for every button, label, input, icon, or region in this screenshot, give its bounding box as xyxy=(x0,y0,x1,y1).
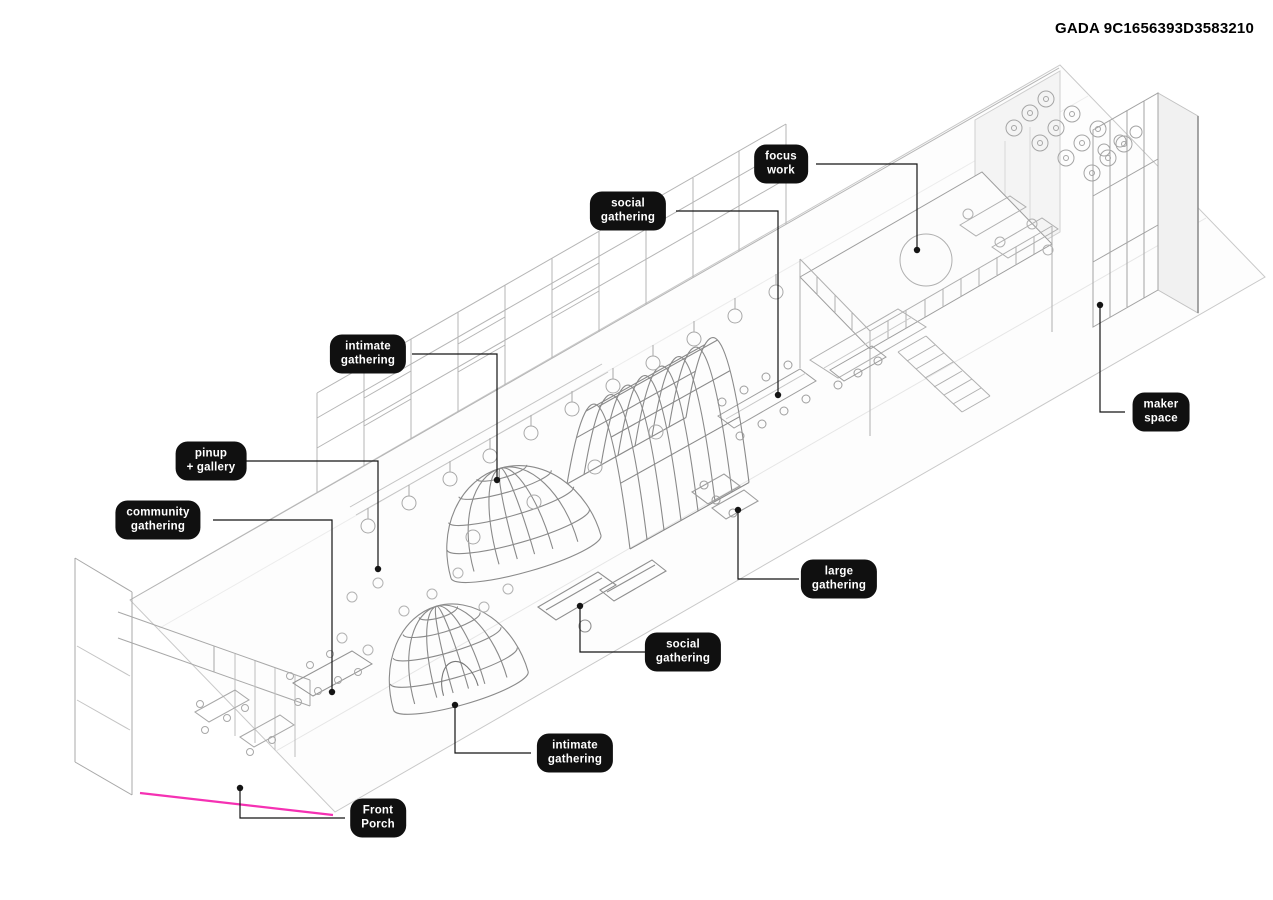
leader-social-gathering-top xyxy=(676,210,779,395)
label-large-gathering: large gathering xyxy=(801,560,877,598)
label-text: maker xyxy=(1143,398,1179,411)
label-intimate-gathering-bottom: intimate gathering xyxy=(537,734,613,772)
leader-focus-work xyxy=(816,163,918,250)
label-text: social xyxy=(611,197,645,210)
label-community-gathering: community gathering xyxy=(116,501,200,539)
vault-structure xyxy=(566,337,759,550)
sofa-group xyxy=(536,559,667,633)
label-text: pinup xyxy=(194,447,228,460)
leader-lines xyxy=(213,163,1125,819)
leader-maker-space xyxy=(1099,305,1125,413)
label-social-gathering-bottom: social gathering xyxy=(645,633,721,671)
leader-social-gathering-bottom xyxy=(579,606,648,653)
leader-community-gathering xyxy=(213,519,333,692)
label-text: Front xyxy=(362,804,394,817)
label-front-porch: Front Porch xyxy=(351,799,405,837)
maker-space-structure xyxy=(1092,92,1199,328)
label-text: focus xyxy=(765,150,797,163)
label-text: gathering xyxy=(655,652,711,664)
label-maker-space: maker space xyxy=(1133,393,1189,431)
label-text: Porch xyxy=(361,818,395,830)
label-text: community xyxy=(126,506,190,519)
mezzanine-focus-work xyxy=(799,70,1061,436)
label-text: large xyxy=(824,565,854,578)
front-porch-structure xyxy=(74,557,373,817)
label-text: gathering xyxy=(811,579,867,591)
dome-structure-lower xyxy=(388,603,529,715)
label-text: gathering xyxy=(130,520,186,532)
leader-front-porch xyxy=(239,788,345,819)
label-text: social xyxy=(666,638,700,651)
label-text: gathering xyxy=(547,753,603,765)
label-text: space xyxy=(1144,412,1178,424)
label-text: intimate xyxy=(552,739,598,752)
label-pinup-gallery: pinup + gallery xyxy=(176,442,246,480)
back-wall xyxy=(129,67,1060,601)
pendant-lamps-row xyxy=(360,274,784,545)
label-text: intimate xyxy=(345,340,391,353)
label-text: gathering xyxy=(340,354,396,366)
leader-large-gathering xyxy=(737,510,799,580)
porch-accent-line xyxy=(139,791,334,817)
dome-structure-upper xyxy=(446,464,602,584)
leader-intimate-gathering-bottom xyxy=(454,705,531,754)
drawing-code: GADA 9C1656393D3583210 xyxy=(1055,20,1254,37)
leader-pinup-gallery xyxy=(246,460,379,569)
label-focus-work: focus work xyxy=(755,145,807,183)
leader-intimate-gathering-top xyxy=(412,353,498,480)
label-text: + gallery xyxy=(186,461,236,473)
label-text: gathering xyxy=(600,211,656,223)
label-social-gathering-top: social gathering xyxy=(590,192,666,230)
label-text: work xyxy=(767,164,795,176)
label-intimate-gathering-top: intimate gathering xyxy=(330,335,406,373)
floor-stools xyxy=(336,567,514,656)
leader-dots xyxy=(236,246,1104,792)
